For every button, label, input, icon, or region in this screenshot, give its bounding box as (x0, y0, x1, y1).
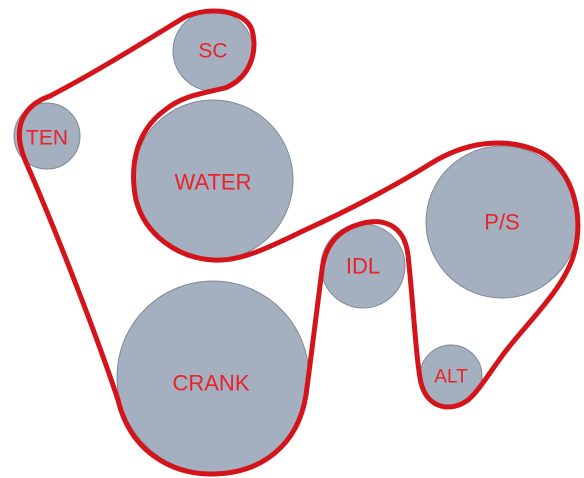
label-ps: P/S (484, 210, 519, 235)
label-sc: SC (198, 40, 227, 63)
serpentine-belt (16, 8, 581, 477)
label-ten: TEN (26, 127, 68, 150)
label-water: WATER (175, 170, 252, 195)
label-crank: CRANK (172, 371, 249, 396)
pulley-ten (13, 102, 81, 170)
label-idl: IDL (346, 254, 380, 279)
label-alt: ALT (434, 367, 468, 388)
